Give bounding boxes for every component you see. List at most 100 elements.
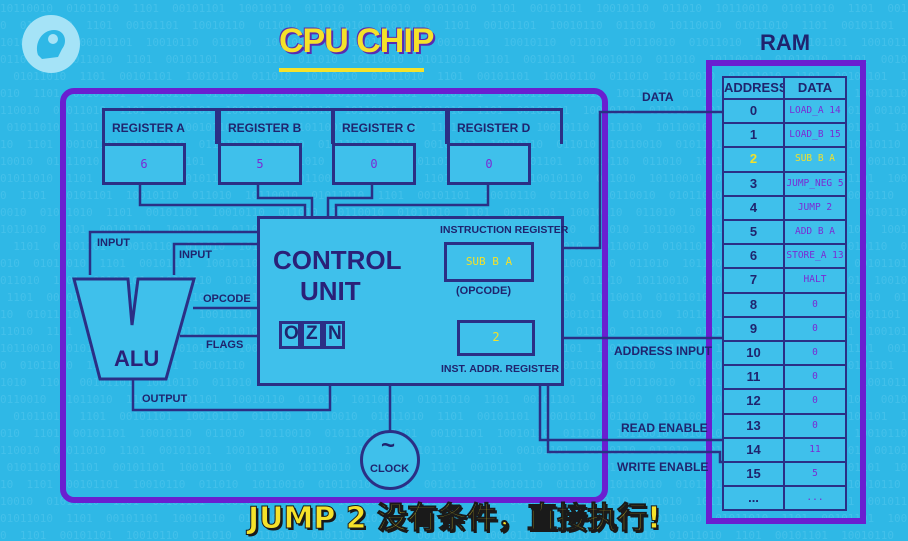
- inst-addr-register-label: INST. ADDR. REGISTER: [441, 363, 560, 375]
- ram-header-data: DATA: [783, 76, 847, 100]
- ram-address-cell: 4: [722, 194, 785, 221]
- ram-data-cell-text: 5: [812, 468, 818, 479]
- register-value: 0: [370, 157, 378, 171]
- ram-address-cell: 0: [722, 98, 785, 125]
- input-1-label: INPUT: [97, 237, 130, 249]
- cpu-chip-title: CPU CHIP: [279, 22, 434, 60]
- ram-data-cell: SUB B A: [783, 146, 847, 173]
- pbs-logo-icon: [20, 13, 82, 75]
- ram-data-cell: 0: [783, 340, 847, 367]
- ram-address-cell: 10: [722, 340, 785, 367]
- ram-frame: [706, 60, 866, 524]
- ram-data-cell: 5: [783, 461, 847, 488]
- ram-header-data-text: DATA: [797, 80, 833, 95]
- ram-address-cell-text: 5: [749, 224, 758, 239]
- flags-wire-label: FLAGS: [206, 339, 244, 351]
- register-label: REGISTER D: [457, 121, 531, 135]
- ram-address-cell: 5: [722, 219, 785, 246]
- opcode-wire-label: OPCODE: [203, 293, 251, 305]
- ram-data-cell-text: 0: [812, 347, 818, 358]
- instruction-register-value: SUB B A: [465, 255, 513, 268]
- ram-address-cell-text: 9: [749, 320, 758, 336]
- ram-data-cell-text: STORE_A 13: [786, 250, 844, 262]
- ram-data-cell-text: 0: [812, 395, 818, 407]
- title-underline: [279, 68, 424, 72]
- ram-data-cell-text: LOAD_A 14: [789, 105, 841, 116]
- instruction-register-label: INSTRUCTION REGISTER: [440, 224, 569, 236]
- control-unit-label-line2: UNIT: [300, 276, 361, 306]
- data-wire-label: DATA: [642, 90, 674, 104]
- ram-address-cell: ...: [722, 485, 785, 512]
- inst-addr-register: [457, 320, 535, 356]
- register-label: REGISTER B: [228, 121, 302, 135]
- ram-data-cell: HALT: [783, 267, 847, 294]
- clock-label: CLOCK: [370, 463, 410, 475]
- ram-address-cell-text: 14: [746, 441, 761, 457]
- ram-address-cell-text: ...: [748, 490, 759, 506]
- register-frame: [218, 108, 334, 144]
- ram-data-cell: LOAD_A 14: [783, 98, 847, 125]
- input-2-label: INPUT: [179, 249, 212, 261]
- ram-address-cell: 8: [722, 291, 785, 318]
- ram-address-cell-text: 13: [746, 417, 761, 433]
- read-enable-label: READ ENABLE: [621, 421, 708, 435]
- ram-address-cell: 1: [722, 122, 785, 149]
- ram-address-cell-text: 7: [749, 272, 758, 288]
- flag-letter: N: [328, 323, 342, 344]
- cpu-chip-frame: [60, 88, 608, 503]
- ram-data-cell: STORE_A 13: [783, 243, 847, 270]
- ram-data-cell: 0: [783, 364, 847, 391]
- ram-address-cell: 2: [722, 146, 785, 173]
- ram-data-cell-text: SUB B A: [794, 153, 836, 165]
- ram-data-cell-text: 0: [812, 322, 818, 334]
- ram-address-cell-text: 0: [749, 103, 758, 118]
- ram-data-cell: ...: [783, 485, 847, 512]
- ram-address-cell: 15: [722, 461, 785, 488]
- ram-data-cell: ADD B A: [783, 219, 847, 246]
- ram-address-cell-text: 8: [749, 296, 758, 312]
- inst-addr-register-value: 2: [492, 330, 500, 344]
- ram-address-cell: 12: [722, 388, 785, 415]
- ram-data-cell-text: 0: [812, 419, 818, 431]
- alu-label: ALU: [114, 346, 160, 371]
- register-frame: [447, 108, 563, 144]
- ram-address-cell: 13: [722, 412, 785, 439]
- ram-address-cell: 3: [722, 170, 785, 197]
- ram-address-cell-text: 15: [746, 466, 761, 481]
- ram-address-cell-text: 10: [746, 345, 761, 360]
- flag-cell: [279, 321, 301, 349]
- ram-data-cell-text: JUMP_NEG 5: [786, 177, 844, 189]
- ram-data-cell: 0: [783, 388, 847, 415]
- flag-cell: [301, 321, 323, 349]
- ram-data-cell: 11: [783, 436, 847, 463]
- ram-address-cell: 11: [722, 364, 785, 391]
- ram-data-cell: 0: [783, 291, 847, 318]
- ram-address-cell: 7: [722, 267, 785, 294]
- ram-data-cell: LOAD_B 15: [783, 122, 847, 149]
- register-frame: [102, 108, 218, 144]
- ram-data-cell-text: ...: [806, 492, 824, 504]
- flag-letter: Z: [306, 323, 318, 344]
- ram-header-address-text: ADDRESS: [724, 80, 788, 95]
- ram-address-cell-text: 4: [749, 199, 758, 215]
- address-input-label: ADDRESS INPUT: [614, 344, 713, 358]
- ram-address-cell-text: 12: [746, 393, 761, 409]
- ram-data-cell-text: 0: [812, 298, 818, 310]
- ram-data-cell: JUMP_NEG 5: [783, 170, 847, 197]
- ram-address-cell-text: 11: [746, 369, 761, 385]
- ram-address-cell-text: 3: [749, 175, 758, 191]
- control-unit-label-line1: CONTROL: [273, 245, 402, 275]
- flag-letter: O: [284, 323, 299, 344]
- ram-address-cell: 6: [722, 243, 785, 270]
- output-wire-label: OUTPUT: [142, 393, 188, 405]
- ram-address-cell-text: 2: [749, 151, 758, 167]
- ram-data-cell: 0: [783, 412, 847, 439]
- ram-data-cell-text: JUMP 2: [797, 201, 833, 213]
- ram-title: RAM: [760, 30, 811, 55]
- write-enable-label: WRITE ENABLE: [617, 460, 709, 474]
- ram-address-cell-text: 6: [749, 248, 758, 264]
- register-box: [218, 143, 302, 185]
- register-label: REGISTER A: [112, 121, 185, 135]
- instruction-register: [444, 242, 534, 282]
